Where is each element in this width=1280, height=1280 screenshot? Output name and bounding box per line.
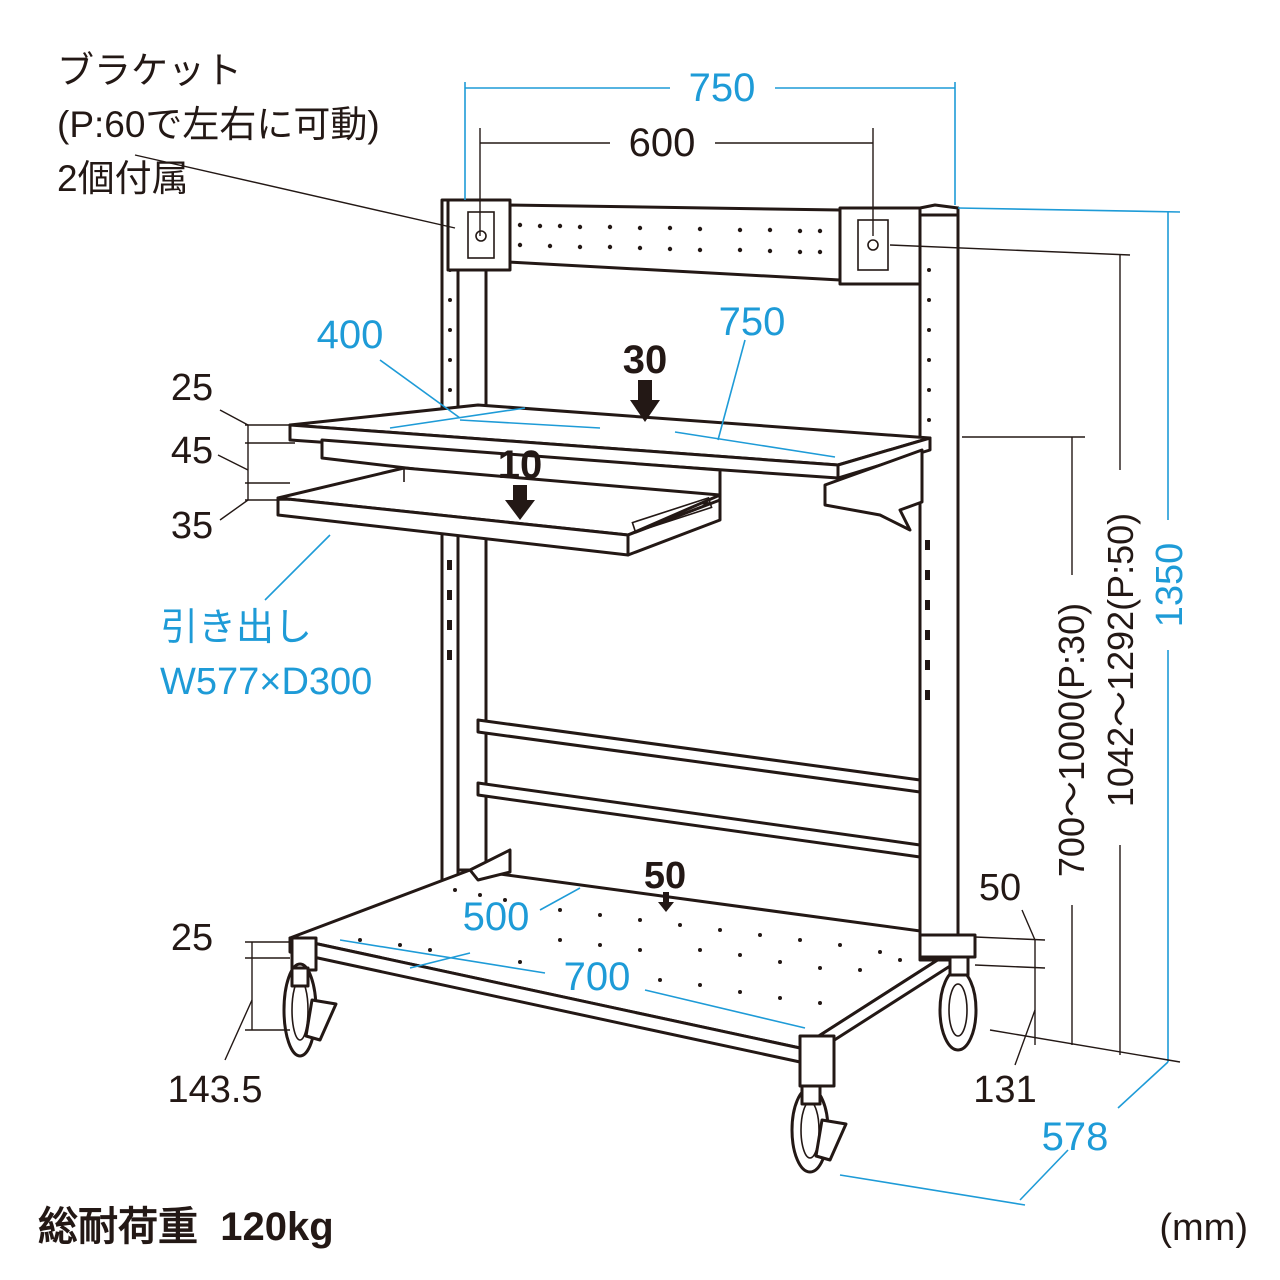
total-depth-label: 578: [1042, 1115, 1109, 1159]
bracket-height-label: 1042〜1292(P:50): [1100, 513, 1141, 807]
bottom-load-label: 50: [644, 855, 686, 897]
bracket-label-line2: (P:60で左右に可動): [57, 104, 380, 145]
dim-45-label: 45: [171, 430, 213, 472]
left-bracket: [446, 198, 512, 272]
shelf-height-label: 700〜1000(P:30): [1051, 603, 1092, 877]
right-upright: [918, 206, 960, 962]
main-shelf: [288, 403, 932, 532]
dimension-labels: ブラケット (P:60で左右に可動) 2個付属 750 600 400 750 …: [38, 50, 1248, 1249]
drawer-label-line2: W577×D300: [160, 661, 372, 703]
shelf-load-label: 30: [623, 338, 668, 382]
cross-bar-lower: [476, 781, 922, 859]
left-upright-rail: [456, 248, 488, 872]
drawer-load-label: 10: [498, 443, 543, 487]
bracket-label-line1: ブラケット: [57, 50, 242, 91]
bottom-depth-label: 500: [463, 895, 530, 939]
drawer: [276, 466, 722, 557]
unit-label: (mm): [1159, 1207, 1248, 1249]
dim-131-label: 131: [973, 1069, 1036, 1111]
caster-front-left: [282, 962, 338, 1058]
bottom-width-label: 700: [564, 955, 631, 999]
shelf-depth-label: 400: [317, 313, 384, 357]
shelf-load-arrow: [630, 380, 660, 422]
dim-25-bottom-label: 25: [171, 917, 213, 959]
caster-wheel-icon: [282, 955, 978, 1174]
total-height-label: 1350: [1149, 543, 1191, 628]
drawer-load-arrow: [505, 485, 535, 520]
shelf-width-label: 750: [719, 300, 786, 344]
total-width-label: 750: [689, 66, 756, 110]
caster-height-label: 143.5: [167, 1069, 262, 1111]
bracket-span-label: 600: [629, 121, 696, 165]
caster-front-right: [790, 1084, 848, 1174]
down-arrow-icon: [505, 380, 674, 912]
bottom-load-arrow: [658, 892, 674, 912]
total-load-label: 総耐荷重 120kg: [38, 1205, 334, 1249]
dim-35-label: 35: [171, 505, 213, 547]
cart-illustration: [276, 198, 978, 1174]
dim-25-top-label: 25: [171, 367, 213, 409]
drawer-label-line1: 引き出し: [160, 607, 312, 649]
cross-bar-upper: [476, 718, 922, 794]
top-bar: [446, 198, 960, 286]
dim-50-label: 50: [979, 867, 1021, 909]
bracket-label-line3: 2個付属: [57, 158, 189, 199]
dimension-lines: [134, 82, 1181, 1206]
bottom-shelf: [288, 848, 974, 1088]
caster-rear-right: [938, 955, 978, 1052]
